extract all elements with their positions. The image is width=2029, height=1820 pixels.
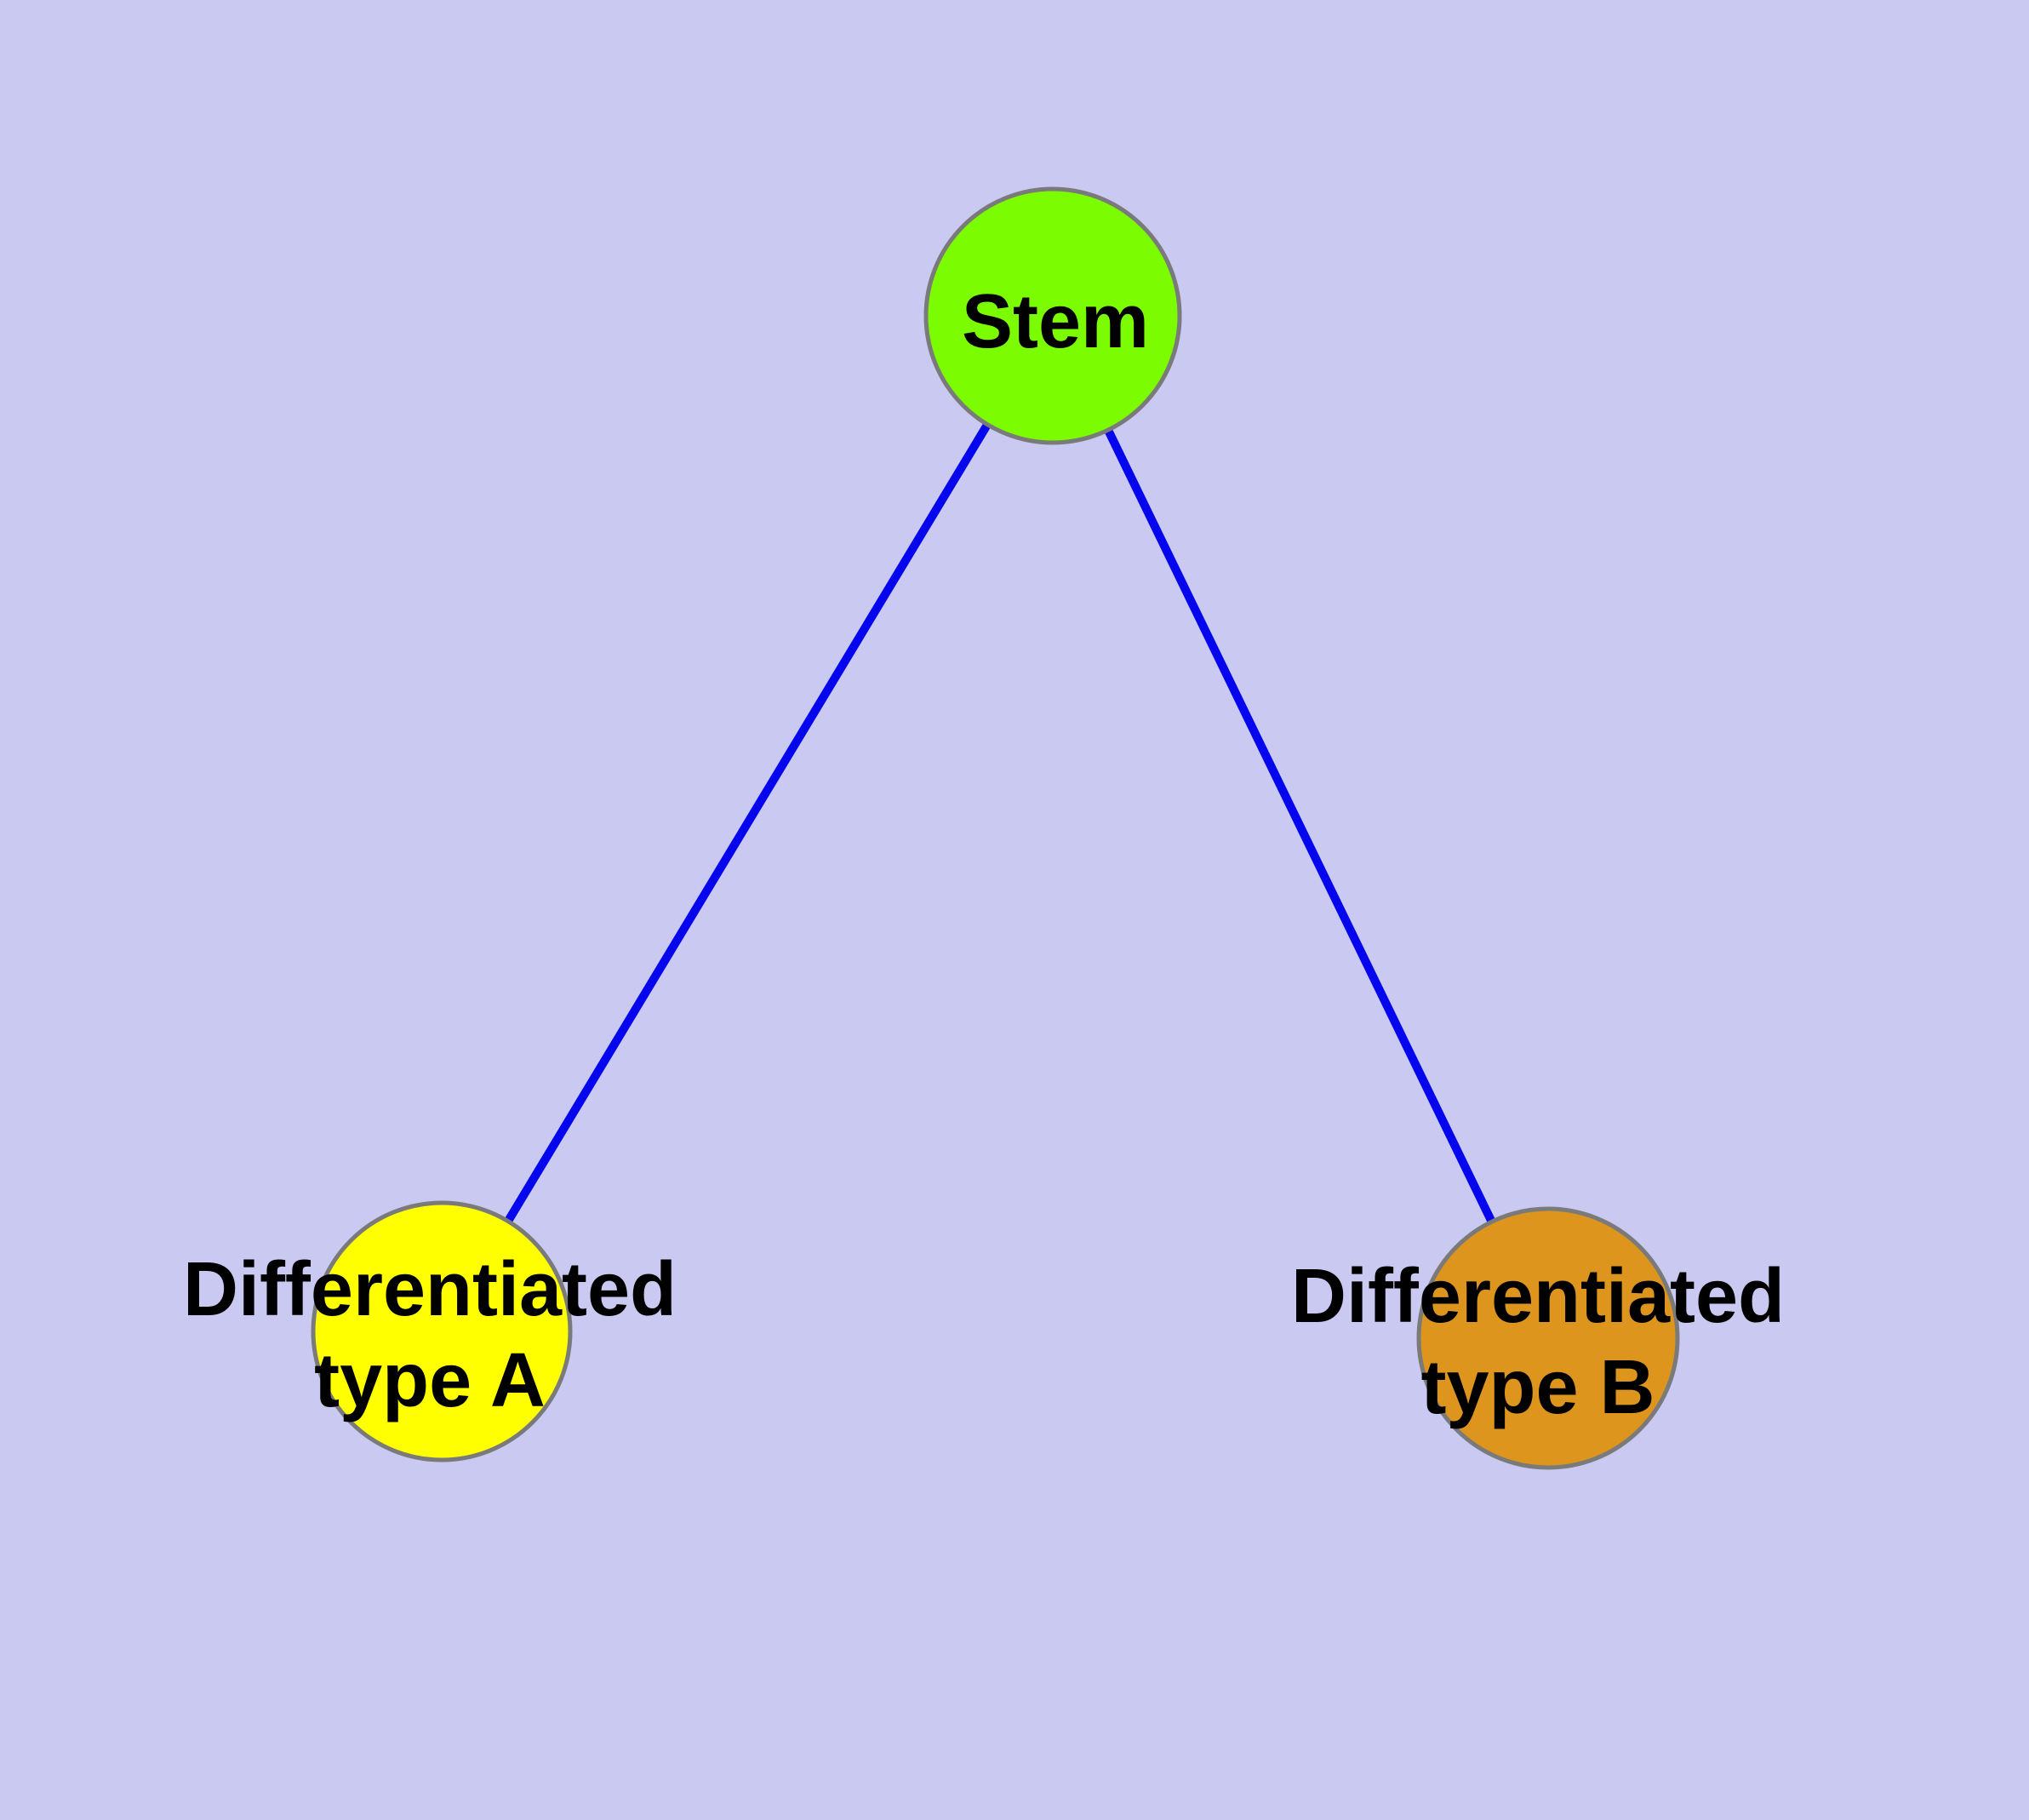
node-stem-label: Stem: [962, 279, 1149, 364]
edge-stem-to-type-b: [1049, 313, 1552, 1341]
node-type-b-label-line2: type B: [1420, 1345, 1655, 1430]
node-type-a-label-line1: Differentiated: [183, 1247, 677, 1332]
edge-stem-to-type-a: [437, 313, 1057, 1334]
node-stem-circle: [923, 186, 1182, 445]
node-type-b-label-line1: Differentiated: [1291, 1254, 1785, 1339]
node-type-a-circle: [311, 1200, 573, 1462]
node-type-b-circle: [1416, 1206, 1680, 1470]
node-type-a-label-line2: type A: [314, 1338, 546, 1423]
